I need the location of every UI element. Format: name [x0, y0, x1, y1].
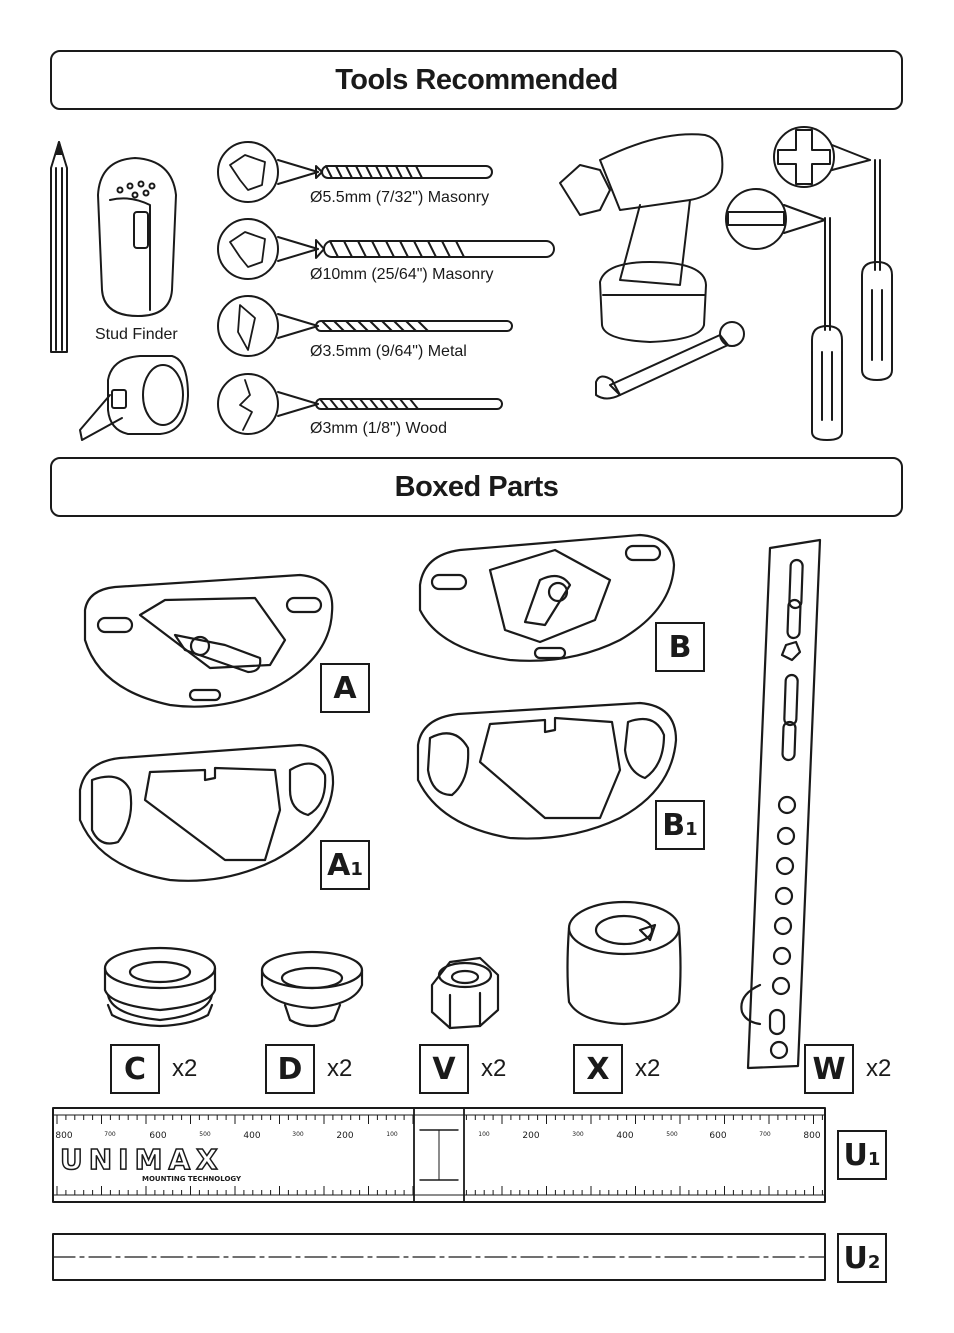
flat-screwdriver-icon [725, 188, 843, 441]
part-letter: D [277, 1051, 303, 1087]
part-v-quantity: x2 [481, 1055, 507, 1082]
part-d-illustration [260, 950, 364, 1028]
stud-finder-icon [97, 157, 177, 317]
part-label-w: W [804, 1044, 854, 1094]
tools-recommended-header: Tools Recommended [50, 50, 903, 110]
ruler-right-mark-100: 100 [478, 1131, 490, 1138]
part-c-quantity: x2 [172, 1055, 198, 1082]
part-letter: X [586, 1051, 610, 1087]
ruler-ticks [56, 1115, 823, 1195]
part-label-a: A [320, 663, 370, 713]
wrench-icon [595, 321, 745, 400]
bit-label-masonry-large: Ø10mm (25/64") Masonry [310, 266, 494, 283]
part-letter: C [123, 1051, 147, 1087]
part-w-quantity: x2 [866, 1055, 892, 1082]
part-c-illustration [103, 946, 217, 1028]
part-w-illustration [740, 538, 822, 1070]
part-subscript: 1 [685, 818, 698, 840]
part-label-b: B [655, 622, 705, 672]
part-b1-illustration [416, 701, 678, 840]
ruler-left-mark-300: 300 [292, 1131, 304, 1138]
part-letter: B [668, 629, 692, 665]
ruler-left-mark-700: 700 [104, 1131, 116, 1138]
ruler-brand-logo: UNIMAX [59, 1142, 224, 1177]
ruler-right-mark-700: 700 [759, 1131, 771, 1138]
part-label-x: X [573, 1044, 623, 1094]
part-x-quantity: x2 [635, 1055, 661, 1082]
part-letter: A [333, 670, 357, 706]
bit-label-wood: Ø3mm (1/8") Wood [310, 420, 447, 437]
part-label-v: V [419, 1044, 469, 1094]
ruler-left-mark-800: 800 [55, 1131, 73, 1141]
part-v-illustration [430, 956, 500, 1030]
masonry-bit-large-icon [217, 218, 555, 280]
part-letter: U [843, 1137, 868, 1173]
ruler-tagline: MOUNTING TECHNOLOGY [142, 1175, 242, 1183]
ruler-right-mark-500: 500 [666, 1131, 678, 1138]
part-d-quantity: x2 [327, 1055, 353, 1082]
part-letter: B [662, 807, 686, 843]
part-letter: U [843, 1240, 868, 1276]
metal-bit-icon [217, 295, 513, 357]
part-letter: V [432, 1051, 456, 1087]
tape-measure-icon [79, 355, 189, 441]
part-label-c: C [110, 1044, 160, 1094]
bit-label-masonry-small: Ø5.5mm (7/32") Masonry [310, 189, 490, 206]
part-letter: W [812, 1051, 846, 1087]
part-subscript: 1 [350, 858, 363, 880]
part-subscript: 2 [867, 1251, 881, 1273]
part-subscript: 1 [867, 1148, 881, 1170]
ruler-right-mark-400: 400 [616, 1131, 634, 1141]
stud-finder-label: Stud Finder [95, 326, 178, 343]
part-a-illustration [83, 573, 334, 708]
ruler-right-mark-600: 600 [709, 1131, 727, 1141]
drill-icon [559, 133, 724, 343]
ruler-right-mark-200: 200 [522, 1131, 540, 1141]
ruler-left-mark-400: 400 [243, 1131, 261, 1141]
part-u2-illustration [52, 1233, 826, 1281]
pencil-icon [50, 141, 68, 353]
boxed-parts-header: Boxed Parts [50, 457, 903, 517]
ruler-left-mark-500: 500 [199, 1131, 211, 1138]
part-label-d: D [265, 1044, 315, 1094]
wood-bit-icon [217, 373, 503, 435]
bit-label-metal: Ø3.5mm (9/64") Metal [310, 343, 467, 360]
phillips-screwdriver-icon [773, 126, 893, 381]
part-b-illustration [418, 533, 676, 662]
ruler-left-mark-200: 200 [336, 1131, 354, 1141]
masonry-bit-small-icon [217, 141, 493, 203]
ruler-left-mark-100: 100 [386, 1131, 398, 1138]
part-a1-illustration [78, 743, 335, 882]
ruler-left-mark-600: 600 [149, 1131, 167, 1141]
part-x-illustration [566, 900, 682, 1026]
part-letter: A [327, 847, 351, 883]
ruler-right-mark-800: 800 [803, 1131, 821, 1141]
ruler-right-mark-300: 300 [572, 1131, 584, 1138]
